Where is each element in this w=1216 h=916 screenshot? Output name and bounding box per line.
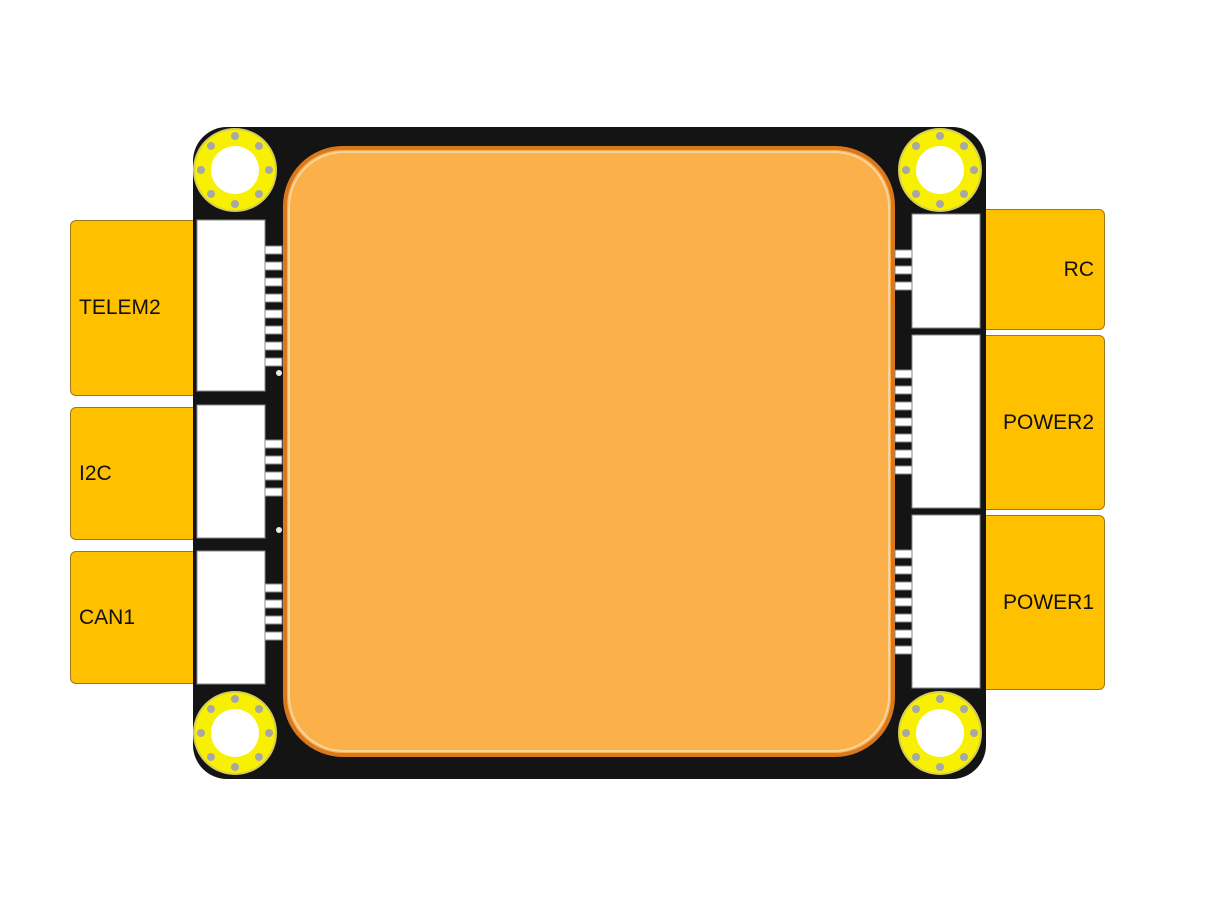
port-label-can1: CAN1 — [70, 551, 198, 684]
port-label-text: POWER1 — [1002, 590, 1094, 614]
port-label-text: RC — [1063, 257, 1094, 281]
connector-power2 — [894, 334, 981, 509]
port-label-power1: POWER1 — [980, 515, 1105, 690]
port-label-i2c: I2C — [70, 407, 198, 540]
mount-hole-top-right — [898, 128, 982, 212]
connector-can1 — [196, 550, 283, 685]
connector-telem2 — [196, 219, 283, 392]
port-label-telem2: TELEM2 — [70, 220, 198, 396]
mount-hole-bottom-left — [193, 691, 277, 775]
connector-i2c — [196, 404, 283, 539]
port-label-rc: RC — [980, 209, 1105, 330]
port-label-text: CAN1 — [79, 605, 136, 629]
center-module-highlight — [288, 151, 890, 752]
mount-hole-top-left — [193, 128, 277, 212]
connector-rc — [894, 213, 981, 329]
port-label-power2: POWER2 — [980, 335, 1105, 510]
center-module — [283, 146, 895, 757]
pcb-via — [276, 370, 282, 376]
port-label-text: POWER2 — [1002, 410, 1094, 434]
port-label-text: I2C — [79, 461, 112, 485]
mount-hole-bottom-right — [898, 691, 982, 775]
port-label-text: TELEM2 — [79, 296, 161, 319]
connector-power1 — [894, 514, 981, 689]
pcb-via — [276, 527, 282, 533]
